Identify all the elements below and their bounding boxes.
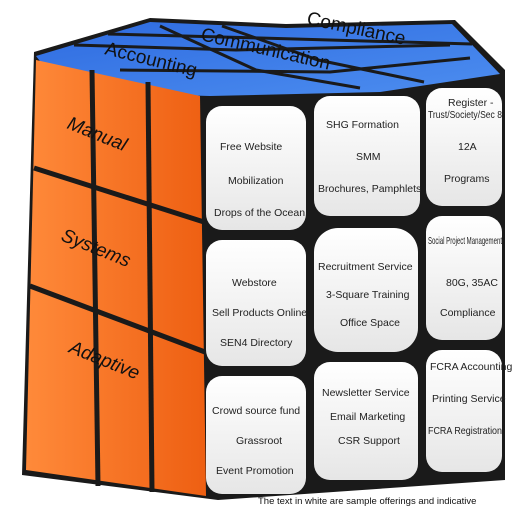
tile-4 (206, 240, 306, 366)
tile-9-line-3: FCRA Registration (428, 425, 502, 437)
tile-3-line-2: 12A (458, 141, 477, 153)
tile-5 (314, 228, 418, 352)
tile-7 (206, 376, 306, 494)
tile-8-line-3: CSR Support (338, 435, 400, 447)
front-face (206, 88, 502, 494)
tile-3-line-1: Trust/Society/Sec 8 (428, 109, 502, 121)
tile-5-line-3: Office Space (340, 317, 400, 329)
tile-9-line-2: Printing Service (432, 393, 506, 405)
tile-9-line-1: FCRA Accounting (430, 361, 512, 373)
tile-6-line-3: Compliance (440, 307, 496, 319)
tile-9 (426, 350, 502, 472)
tile-1-line-3: Drops of the Ocean (214, 207, 305, 219)
tile-8-line-2: Email Marketing (330, 411, 405, 423)
left-face (26, 60, 206, 496)
tile-7-line-1: Crowd source fund (212, 405, 300, 417)
tile-3-line-1a: Register - (448, 97, 494, 109)
tile-5-line-1: Recruitment Service (318, 261, 413, 273)
tile-1 (206, 106, 306, 230)
tile-1-line-1: Free Website (220, 141, 282, 153)
tile-8 (314, 362, 418, 480)
tile-6 (426, 216, 502, 340)
tile-2-line-2: SMM (356, 151, 381, 163)
tile-3-line-3: Programs (444, 173, 490, 185)
tile-7-line-2: Grassroot (236, 435, 282, 447)
tile-6-line-2: 80G, 35AC (446, 277, 498, 289)
tile-3 (426, 88, 502, 206)
tile-2-line-3: Brochures, Pamphlets (318, 183, 421, 195)
tile-5-line-2: 3-Square Training (326, 289, 410, 301)
tile-6-line-1: Social Project Management (428, 235, 502, 247)
top-face-grid (73, 24, 473, 90)
tile-2-line-1: SHG Formation (326, 119, 399, 131)
footnote-text: The text in white are sample offerings a… (258, 496, 477, 507)
tile-4-line-2: Sell Products Online (212, 307, 307, 319)
left-face-grid (29, 69, 206, 493)
tile-4-line-3: SEN4 Directory (220, 337, 293, 349)
tile-2 (314, 96, 420, 216)
tile-4-line-1: Webstore (232, 277, 277, 289)
tile-7-line-3: Event Promotion (216, 465, 294, 477)
tile-8-line-1: Newsletter Service (322, 387, 410, 399)
tile-1-line-2: Mobilization (228, 175, 284, 187)
